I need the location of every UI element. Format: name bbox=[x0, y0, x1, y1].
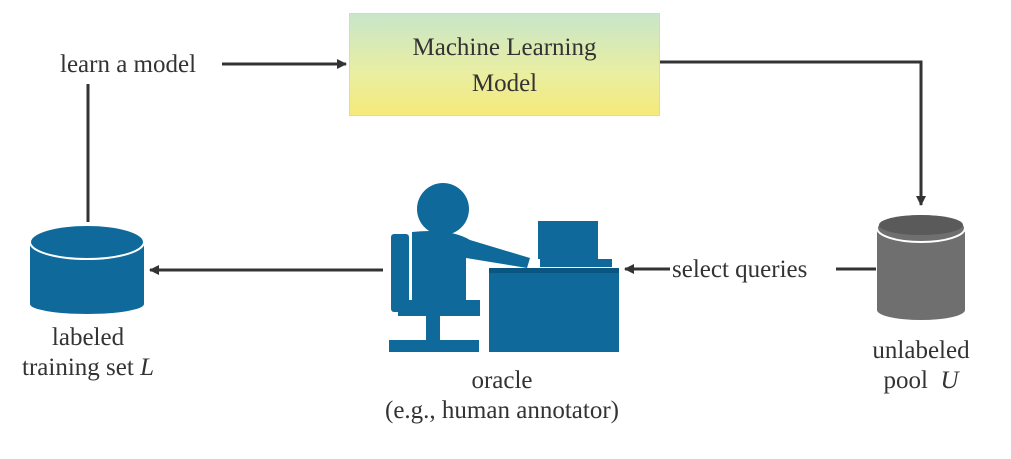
learn-a-model-label: learn a model bbox=[58, 50, 199, 80]
unlabeled-caption-prefix: pool bbox=[883, 367, 941, 394]
oracle-person-icon bbox=[412, 183, 530, 300]
oracle-caption: oracle (e.g., human annotator) bbox=[330, 366, 674, 426]
chair-icon bbox=[389, 234, 480, 352]
unlabeled-pool-caption: unlabeled pool U bbox=[846, 336, 996, 396]
model-to-pool-arrow bbox=[660, 60, 926, 206]
computer-icon bbox=[538, 221, 612, 267]
model-box-line2: Model bbox=[471, 70, 538, 97]
model-box-title: Machine Learning Model bbox=[349, 30, 660, 102]
labeled-variable-l: L bbox=[140, 354, 154, 381]
labeled-set-caption: labeled training set L bbox=[0, 323, 176, 383]
labeled-caption-prefix: training set bbox=[22, 354, 141, 381]
unlabeled-caption-line1: unlabeled bbox=[872, 337, 970, 364]
oracle-caption-line1: oracle bbox=[471, 367, 533, 394]
desk-icon bbox=[489, 268, 619, 352]
labeled-caption-line1: labeled bbox=[51, 324, 125, 351]
unlabeled-variable-u: U bbox=[940, 367, 959, 394]
unlabeled-caption-line2: pool U bbox=[846, 366, 996, 396]
select-queries-label: select queries bbox=[672, 255, 808, 285]
labeled-caption-line2: training set L bbox=[0, 353, 176, 383]
unlabeled-database-icon bbox=[876, 213, 966, 320]
model-box-line1: Machine Learning bbox=[412, 34, 597, 61]
oracle-caption-line2: (e.g., human annotator) bbox=[385, 397, 619, 424]
machine-learning-model-box bbox=[349, 13, 660, 116]
labeled-database-icon bbox=[29, 224, 145, 314]
